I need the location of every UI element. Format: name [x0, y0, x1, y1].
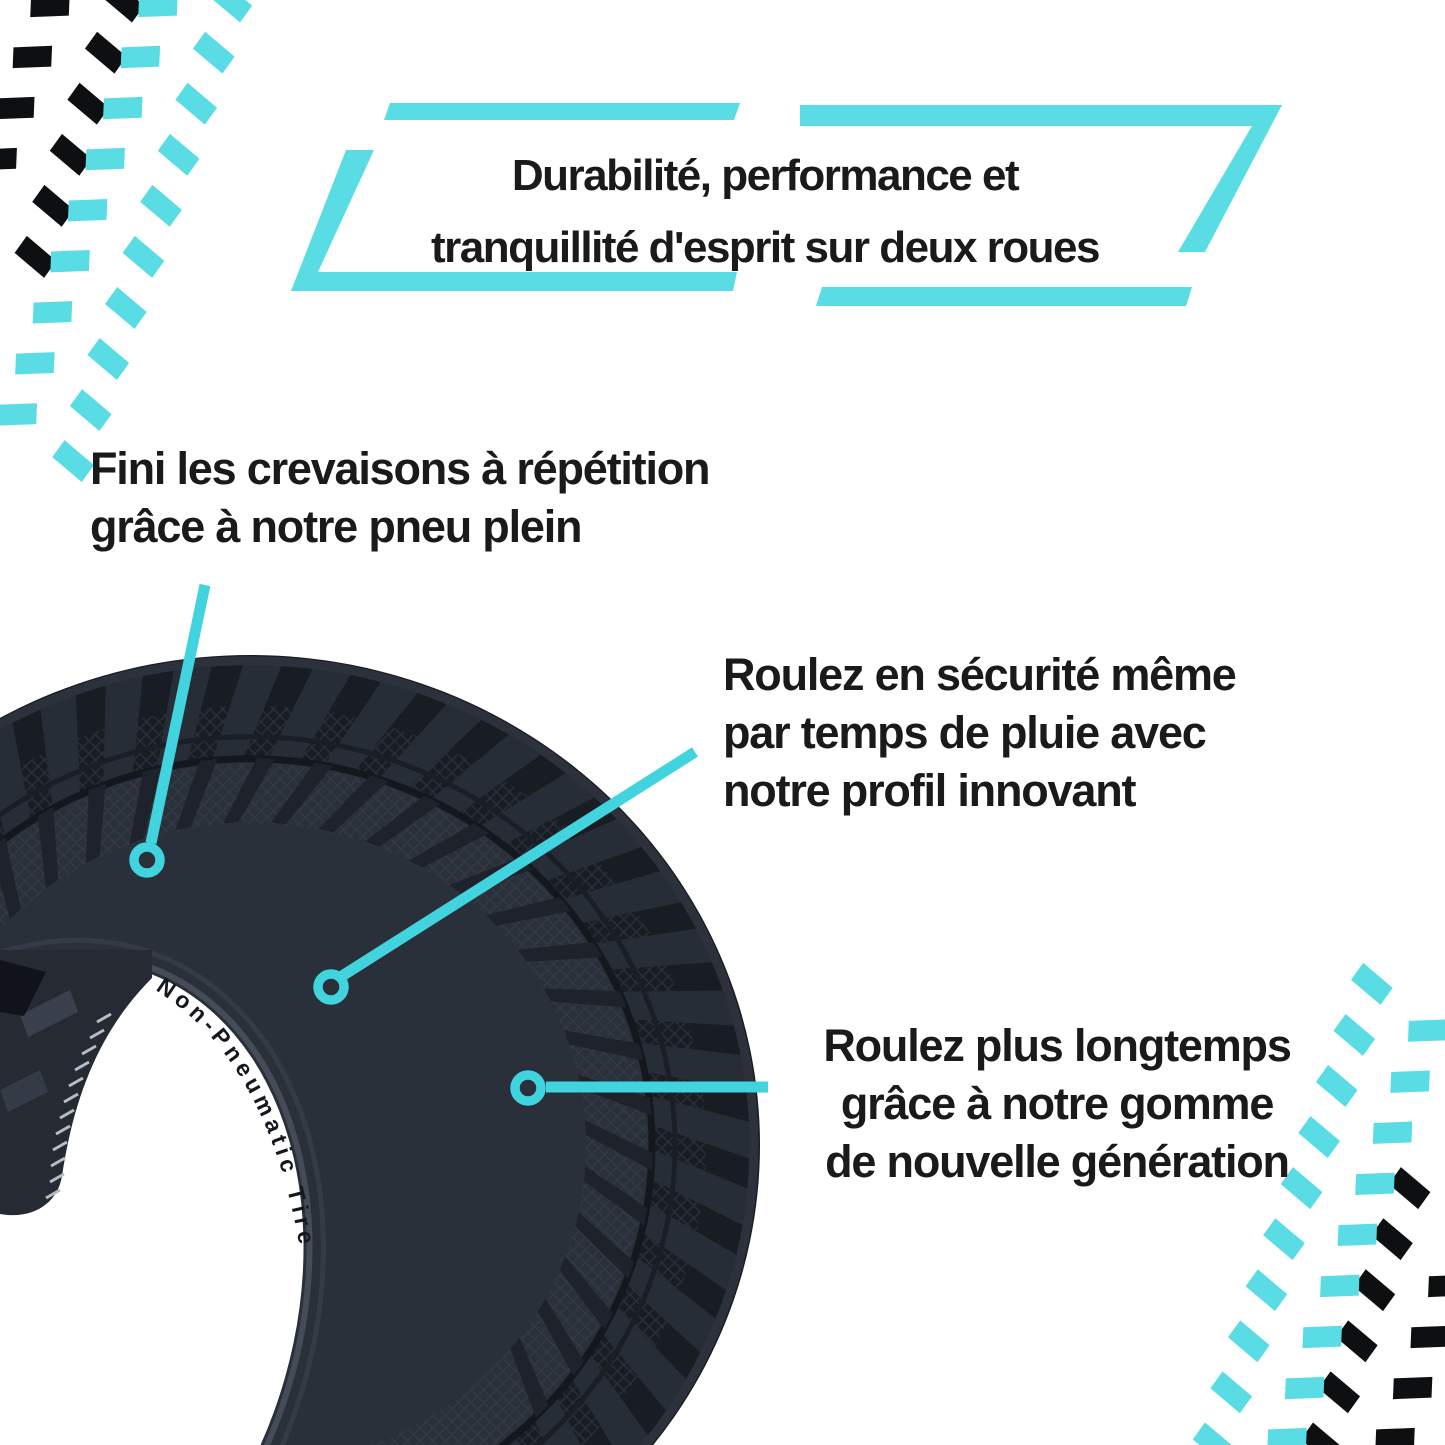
callout-marker-gomme-icon: [510, 1070, 546, 1106]
callout-gomme-line-3: de nouvelle génération: [825, 1136, 1290, 1187]
callout-gomme: Roulez plus longtemps grâce à notre gomm…: [757, 1017, 1357, 1191]
callout-profil-line-3: notre profil innovant: [723, 765, 1136, 816]
callout-pneu-plein-line-1: Fini les crevaisons à répétition: [90, 443, 711, 494]
callout-profil: Roulez en sécurité même par temps de plu…: [723, 646, 1237, 820]
title-accent-bar-bottom-right: [816, 287, 1192, 306]
page-title: Durabilité, performance et tranquillité …: [85, 140, 1445, 284]
callout-marker-profil-icon: [313, 969, 349, 1005]
callout-marker-pneu-plein-icon: [129, 842, 165, 878]
callout-pneu-plein: Fini les crevaisons à répétition grâce à…: [90, 440, 711, 556]
callout-profil-line-1: Roulez en sécurité même: [723, 649, 1237, 700]
page-title-line-1: Durabilité, performance et: [511, 151, 1020, 200]
svg-text:Non-Pneumatic Tire: Non-Pneumatic Tire: [152, 972, 321, 1250]
callout-pneu-plein-line-2: grâce à notre pneu plein: [90, 501, 583, 552]
callout-line-profil: [339, 747, 698, 981]
callout-gomme-line-2: grâce à notre gomme: [840, 1078, 1275, 1129]
tire-sidewall-text: Non-Pneumatic Tire: [152, 972, 316, 1250]
callout-profil-line-2: par temps de pluie avec: [723, 707, 1207, 758]
callout-line-pneu-plein: [145, 583, 211, 845]
tire-photo: Non-Pneumatic Tire: [0, 655, 760, 1445]
callout-gomme-line-1: Roulez plus longtemps: [823, 1020, 1292, 1071]
page-title-line-2: tranquillité d'esprit sur deux roues: [431, 223, 1100, 272]
title-accent-bar-top-left: [384, 103, 740, 120]
